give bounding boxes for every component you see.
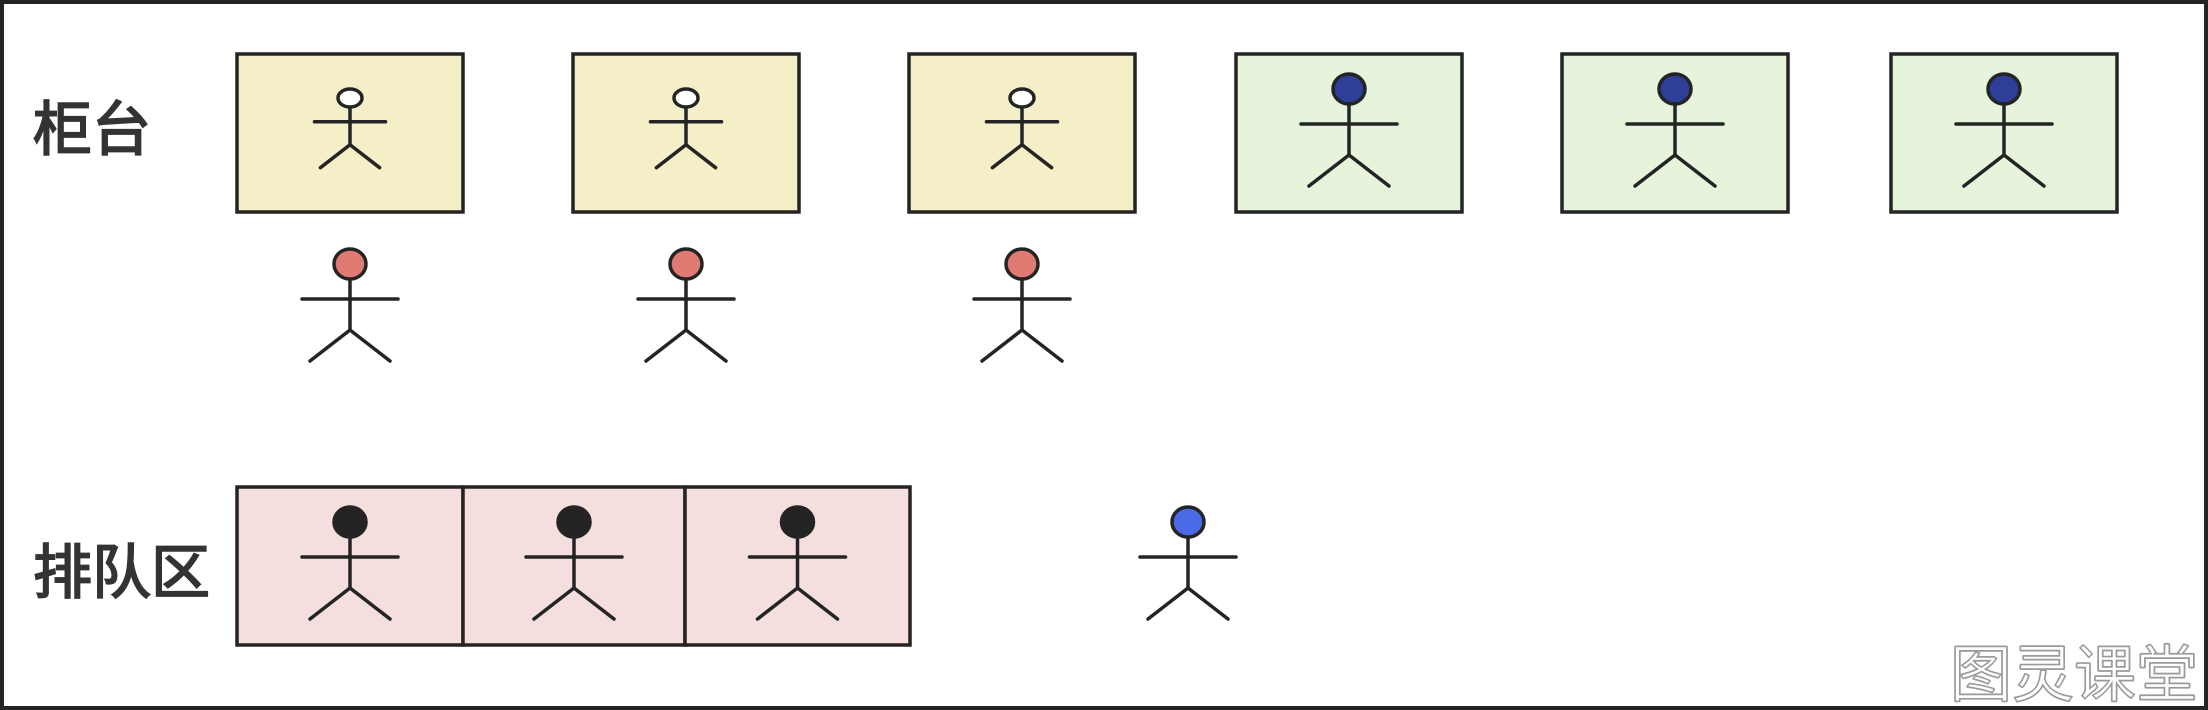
clerk-6-legs: [1962, 153, 2046, 188]
counter-3: [907, 52, 1137, 214]
clerk-2: [648, 87, 724, 170]
clerk-4-head: [1331, 72, 1367, 106]
clerk-1-legs: [318, 142, 382, 170]
counter-boxes: [235, 52, 2119, 214]
clerk-1-head: [336, 87, 364, 109]
serving-customers: [300, 247, 1072, 363]
serving-customer-2-legs: [644, 328, 728, 363]
queue-slot-1: [235, 485, 465, 647]
serving-customer-1-legs: [308, 328, 392, 363]
counter-area-label: 柜台: [33, 95, 152, 164]
serving-customer-2: [636, 247, 736, 363]
queued-customer-1-legs: [308, 586, 392, 621]
clerk-3: [984, 87, 1060, 170]
clerk-2-legs: [654, 142, 718, 170]
clerk-3-head: [1008, 87, 1036, 109]
serving-customer-1: [300, 247, 400, 363]
new-customer-head: [1170, 505, 1206, 539]
queued-customer-1-head: [332, 505, 368, 539]
queued-customer-3: [747, 505, 848, 621]
clerk-5-legs: [1633, 153, 1717, 188]
counter-6: [1889, 52, 2119, 214]
counter-5: [1560, 52, 1790, 214]
clerk-6: [1954, 72, 2054, 188]
new-customer: [1138, 505, 1238, 621]
new-customer-legs: [1146, 586, 1230, 621]
arriving-customer: [1138, 505, 1238, 621]
clerk-5: [1625, 72, 1725, 188]
clerk-4: [1299, 72, 1399, 188]
clerk-4-legs: [1307, 153, 1391, 188]
counter-4: [1234, 52, 1464, 214]
serving-customer-1-head: [332, 247, 368, 281]
queued-customer-3-head: [779, 505, 816, 539]
queue-boxes: [235, 485, 912, 647]
queued-customer-1: [300, 505, 400, 621]
queue-slot-2: [461, 485, 687, 647]
queued-customer-2-legs: [532, 586, 616, 621]
queue-area-label: 排队区: [33, 538, 211, 607]
serving-customer-3-legs: [980, 328, 1064, 363]
serving-customer-3: [972, 247, 1072, 363]
clerk-3-legs: [990, 142, 1054, 170]
queued-customer-2: [524, 505, 624, 621]
watermark-logo: 图灵课堂: [1949, 638, 2198, 710]
clerk-2-head: [672, 87, 700, 109]
clerk-1: [312, 87, 388, 170]
clerk-5-head: [1657, 72, 1693, 106]
serving-customer-3-head: [1004, 247, 1040, 281]
queued-customer-3-legs: [755, 586, 840, 621]
clerk-6-head: [1986, 72, 2022, 106]
serving-customer-2-head: [668, 247, 704, 281]
counter-2: [571, 52, 801, 214]
queue-slot-3: [683, 485, 912, 647]
queued-customer-2-head: [556, 505, 592, 539]
counter-1: [235, 52, 465, 214]
